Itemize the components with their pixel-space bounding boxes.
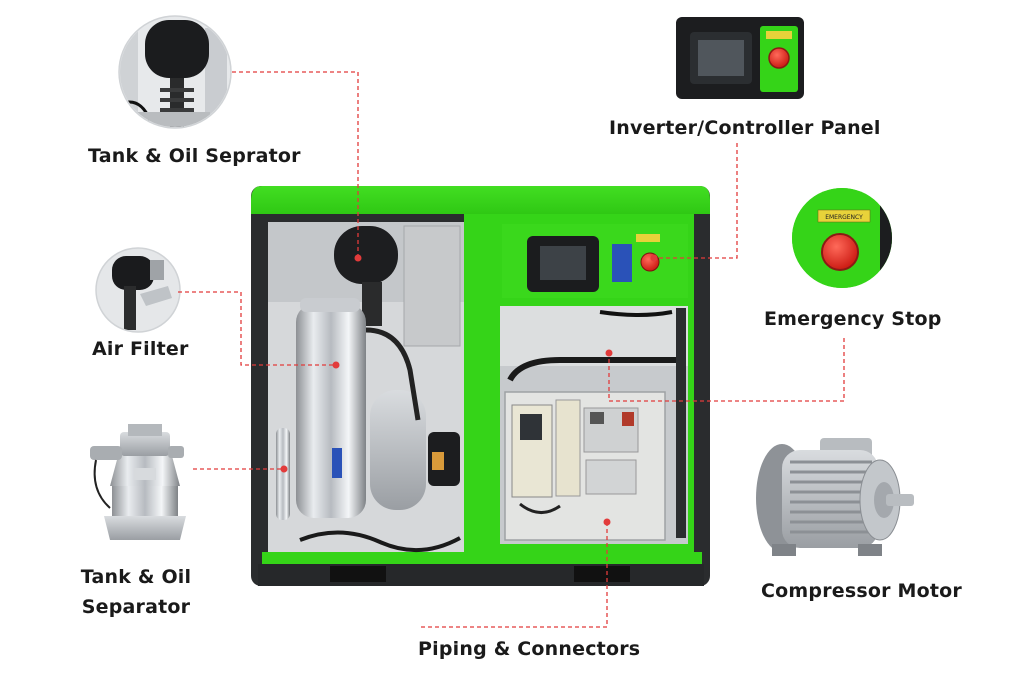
inset-emergency-stop: EMERGENCY: [792, 188, 892, 288]
machine-air-filter: [334, 226, 398, 284]
leader-emergency-stop: [608, 338, 845, 402]
forklift-slot-left: [330, 566, 386, 582]
label-inverter-controller-panel: Inverter/Controller Panel: [609, 117, 881, 139]
label-compressor-motor: Compressor Motor: [761, 580, 962, 602]
forklift-slot-right: [574, 566, 630, 582]
label-tank-oil-seprator: Tank & Oil Seprator: [88, 145, 301, 167]
label-air-filter: Air Filter: [92, 338, 189, 360]
compressor-machine: [251, 186, 710, 586]
inset-controller-panel: [676, 17, 804, 99]
leader-lines: [178, 71, 845, 628]
inset-separator-part: [90, 424, 186, 540]
inset-air-filter: [95, 247, 181, 333]
label-tank-oil-separator-line2: Separator: [81, 596, 191, 618]
inset-tank-oil-seprator: [118, 15, 232, 129]
leader-dots: [280, 254, 658, 526]
inset-compressor-motor: [756, 438, 914, 556]
leader-tank-top: [232, 71, 359, 258]
leader-air-filter: [178, 291, 336, 366]
label-tank-oil-separator-bottom: Tank & Oil Separator: [76, 562, 196, 622]
leader-piping: [420, 522, 608, 628]
machine-top-hood: [251, 186, 710, 214]
leader-controller-panel: [654, 143, 738, 259]
green-divider: [464, 214, 494, 552]
machine-oil-separator-tank: [296, 304, 366, 518]
label-piping-connectors: Piping & Connectors: [418, 638, 641, 660]
machine-info-plate: [612, 244, 632, 282]
emergency-plate-text: EMERGENCY: [825, 214, 863, 221]
label-emergency-stop: Emergency Stop: [764, 308, 942, 330]
label-tank-oil-separator-line1: Tank & Oil: [80, 566, 192, 588]
